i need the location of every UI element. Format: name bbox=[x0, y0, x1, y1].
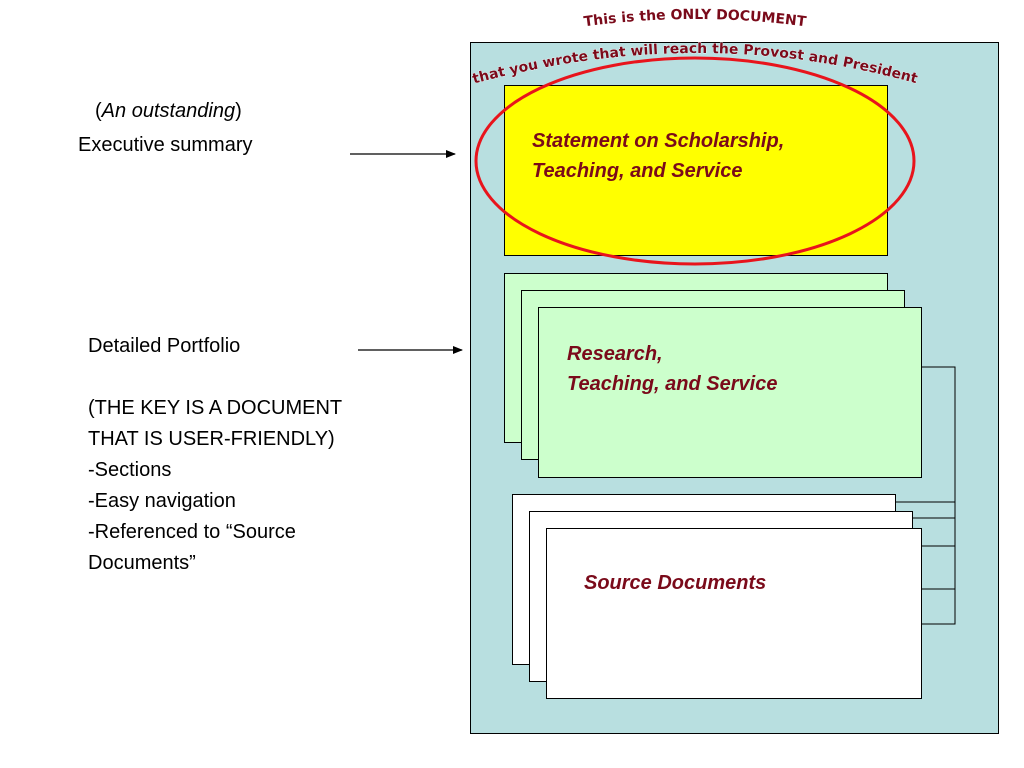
callout-text-line1: This is the ONLY DOCUMENT bbox=[583, 7, 808, 30]
research-label-line1: Research, bbox=[567, 343, 663, 365]
callout-text-line2: that you wrote that will reach the Provo… bbox=[471, 41, 920, 88]
callout-line1-path: This is the ONLY DOCUMENT bbox=[583, 7, 808, 31]
bullet-navigation: -Easy navigation bbox=[88, 490, 236, 512]
research-label-line2: Teaching, and Service bbox=[567, 373, 778, 395]
key-note-line1: (THE KEY IS A DOCUMENT bbox=[88, 397, 343, 419]
statement-label-line1: Statement on Scholarship, bbox=[532, 130, 785, 152]
bracket-line bbox=[921, 366, 956, 625]
detailed-portfolio-label: Detailed Portfolio bbox=[88, 335, 241, 357]
bullet-referenced: -Referenced to “Source bbox=[88, 521, 296, 543]
executive-summary-label: Executive summary bbox=[78, 134, 253, 156]
bullet-sections: -Sections bbox=[88, 459, 172, 481]
statement-box bbox=[504, 85, 888, 256]
source-label: Source Documents bbox=[584, 572, 767, 594]
qualifier-italic: An outstanding bbox=[101, 100, 236, 122]
key-note-line2: THAT IS USER-FRIENDLY) bbox=[88, 428, 335, 450]
highlight-oval bbox=[474, 56, 916, 266]
source-box-front bbox=[546, 528, 922, 699]
executive-summary-qualifier: (An outstanding) bbox=[95, 96, 242, 127]
paren-open: ( bbox=[95, 100, 102, 122]
statement-label-line2: Teaching, and Service bbox=[532, 160, 743, 182]
bullet-documents: Documents” bbox=[88, 552, 196, 574]
research-box-front bbox=[538, 307, 922, 478]
callout-line2-path: that you wrote that will reach the Provo… bbox=[471, 41, 920, 88]
paren-close: ) bbox=[235, 100, 242, 122]
